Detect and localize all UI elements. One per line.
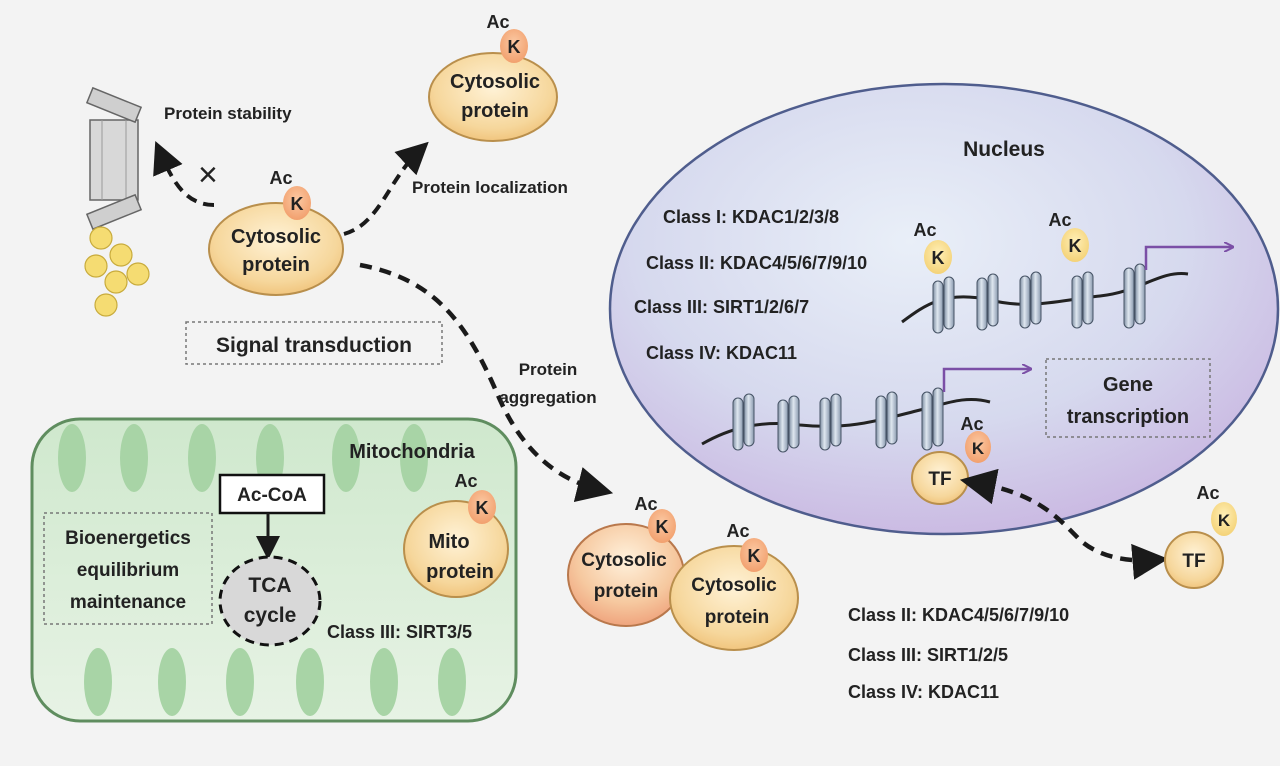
svg-text:Cytosolic: Cytosolic <box>450 71 540 93</box>
svg-text:Cytosolic: Cytosolic <box>691 575 777 596</box>
cytoplasm-kdac-class-iii: Class III: SIRT1/2/5 <box>848 645 1008 665</box>
signal-transduction-box <box>185 321 443 365</box>
gene-transcription-box <box>1045 358 1211 438</box>
svg-text:Mito: Mito <box>428 531 469 553</box>
protein-aggregation-label-2: aggregation <box>499 388 596 407</box>
mitochondria-label: Mitochondria <box>349 441 475 463</box>
acetyl-lysine-badge: Ac K <box>960 414 991 463</box>
nucleus-label: Nucleus <box>963 138 1045 161</box>
blocked-x-icon: × <box>198 156 218 194</box>
svg-text:equilibrium: equilibrium <box>77 560 179 581</box>
svg-text:maintenance: maintenance <box>70 592 186 613</box>
svg-text:protein: protein <box>594 581 658 602</box>
upper-nucleosomes-icon <box>932 263 1146 334</box>
localized-cytosolic-protein: Cytosolic protein <box>428 52 558 142</box>
svg-text:protein: protein <box>705 607 769 628</box>
svg-text:Cytosolic: Cytosolic <box>581 550 667 571</box>
mito-protein: Mito protein <box>403 500 509 598</box>
svg-text:K: K <box>508 37 521 57</box>
svg-text:K: K <box>1218 511 1231 530</box>
acetyl-lysine-badge: Ac K <box>486 12 528 63</box>
tf-shuttle-arrow <box>959 468 1169 580</box>
svg-text:Ac: Ac <box>726 521 749 541</box>
cytoplasm-kdac-class-iv: Class IV: KDAC11 <box>848 682 999 702</box>
svg-text:K: K <box>656 517 669 537</box>
acetyl-lysine-badge: Ac K <box>454 471 496 524</box>
ac-coa-box <box>218 473 326 515</box>
nucleus-kdac-class-iv: Class IV: KDAC11 <box>646 343 797 363</box>
svg-text:TF: TF <box>928 469 951 490</box>
ac-coa-label: Ac-CoA <box>237 485 307 506</box>
lower-transcription-arrow <box>942 369 1030 392</box>
svg-text:K: K <box>291 194 304 214</box>
svg-text:protein: protein <box>242 254 310 276</box>
degraded-peptide-granules-icon <box>84 226 150 317</box>
nucleus-kdac-class-iii: Class III: SIRT1/2/6/7 <box>634 297 809 317</box>
protein-aggregation-label-1: Protein <box>519 360 578 379</box>
svg-text:TCA: TCA <box>248 574 291 597</box>
svg-text:protein: protein <box>426 561 494 583</box>
svg-text:Cytosolic: Cytosolic <box>231 226 321 248</box>
svg-text:Ac: Ac <box>913 220 936 240</box>
svg-text:K: K <box>972 439 985 458</box>
svg-text:Ac: Ac <box>960 414 983 434</box>
svg-text:K: K <box>748 546 761 566</box>
signal-transduction-label: Signal transduction <box>216 334 412 357</box>
svg-text:K: K <box>1069 236 1082 256</box>
mito-kdac-class: Class III: SIRT3/5 <box>327 622 472 642</box>
tf-nuclear: TF <box>911 451 969 505</box>
svg-text:cycle: cycle <box>244 604 297 627</box>
upper-transcription-arrow <box>1144 247 1232 270</box>
svg-text:Ac: Ac <box>454 471 477 491</box>
tca-cycle: TCA cycle <box>218 555 322 647</box>
proteasome-icon <box>85 86 143 231</box>
acetyl-lysine-badge: Ac K <box>726 521 768 572</box>
svg-text:Ac: Ac <box>486 12 509 32</box>
acetyl-lysine-badge: Ac K <box>1196 483 1237 536</box>
acetyl-lysine-badge: Ac K <box>269 168 311 220</box>
svg-text:TF: TF <box>1182 551 1205 572</box>
cytoplasm-kdac-class-ii: Class II: KDAC4/5/6/7/9/10 <box>848 605 1069 625</box>
svg-text:protein: protein <box>461 100 529 122</box>
localization-arrow <box>343 141 429 236</box>
acetyl-lysine-badge: Ac K <box>1048 210 1089 262</box>
svg-text:Bioenergetics: Bioenergetics <box>65 528 191 549</box>
aggregated-cytosolic-protein-1: Cytosolic protein <box>567 523 685 627</box>
central-cytosolic-protein: Cytosolic protein <box>208 202 344 296</box>
protein-localization-label: Protein localization <box>412 178 568 197</box>
svg-text:transcription: transcription <box>1067 406 1189 428</box>
svg-text:Ac: Ac <box>1196 483 1219 503</box>
nucleus-kdac-class-i: Class I: KDAC1/2/3/8 <box>663 207 839 227</box>
svg-text:Ac: Ac <box>269 168 292 188</box>
acetyl-lysine-badge: Ac K <box>913 220 952 274</box>
aggregation-arrow <box>359 262 614 502</box>
svg-text:Ac: Ac <box>634 494 657 514</box>
lower-nucleosomes-icon <box>732 387 944 453</box>
nucleus-kdac-class-ii: Class II: KDAC4/5/6/7/9/10 <box>646 253 867 273</box>
svg-text:K: K <box>476 498 489 518</box>
aggregated-cytosolic-protein-2: Cytosolic protein <box>669 545 799 651</box>
stability-arrow <box>153 140 215 207</box>
protein-stability-label: Protein stability <box>164 104 292 123</box>
tf-cytoplasmic: TF <box>1164 531 1224 589</box>
svg-text:K: K <box>932 248 945 268</box>
acetyl-lysine-badge: Ac K <box>634 494 676 543</box>
svg-text:Ac: Ac <box>1048 210 1071 230</box>
bioenergetics-box <box>43 512 213 625</box>
svg-text:Gene: Gene <box>1103 374 1153 396</box>
